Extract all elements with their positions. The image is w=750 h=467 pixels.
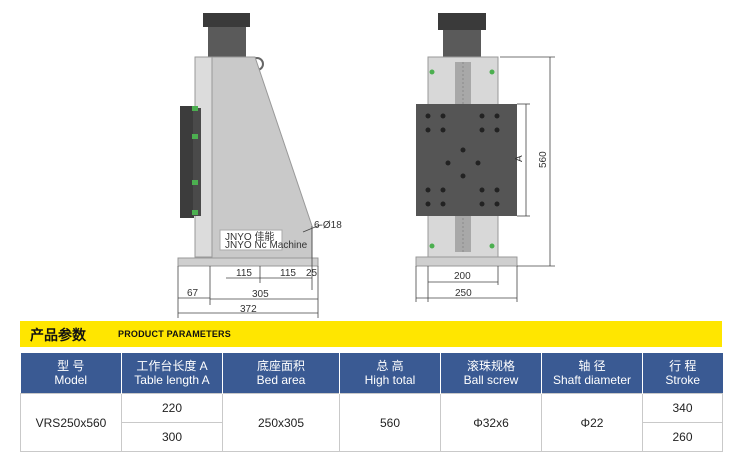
cell-table-length-2: 300 <box>121 422 223 452</box>
brand-label-text: JNYO 佳能 <box>225 230 274 243</box>
side-motor-body <box>208 27 246 57</box>
dim-560: 560 <box>538 151 549 168</box>
front-motor-body <box>443 30 481 57</box>
side-base <box>177 257 319 267</box>
dim-372: 372 <box>240 304 257 315</box>
dim-305: 305 <box>252 289 269 300</box>
front-base <box>415 256 518 267</box>
dim-115-right: 115 <box>280 268 296 279</box>
dim-250: 250 <box>455 288 472 299</box>
cell-model: VRS250x560 <box>20 393 122 452</box>
side-marker-2 <box>192 134 198 139</box>
front-carriage <box>416 104 517 216</box>
side-dimension-lines <box>177 224 321 318</box>
dim-115-left: 115 <box>236 268 252 279</box>
brand-label <box>219 229 283 251</box>
dim-A: A <box>514 155 525 162</box>
brand-label-sub: JNYO Nc Machine <box>225 240 308 251</box>
product-parameters-banner: 产品参数 PRODUCT PARAMETERS <box>20 321 722 347</box>
banner-title-en: PRODUCT PARAMETERS <box>118 329 231 339</box>
cell-ball-screw: Φ32x6 <box>440 393 542 452</box>
front-markers <box>429 69 495 249</box>
cell-shaft-diameter: Φ22 <box>541 393 643 452</box>
dim-hole-spec: 6-Ø18 <box>314 220 342 231</box>
side-carriage-front <box>193 108 201 216</box>
cell-table-length-1: 220 <box>121 393 223 423</box>
side-marker-1 <box>192 106 198 111</box>
banner-title-cn: 产品参数 <box>30 327 86 343</box>
cell-stroke-1: 340 <box>642 393 723 423</box>
side-marker-4 <box>192 210 198 215</box>
technical-drawing: JNYO 佳能 JNYO Nc Machine 6-Ø18 115 115 25… <box>177 13 555 318</box>
side-marker-3 <box>192 180 198 185</box>
cell-high-total: 560 <box>339 393 441 452</box>
gusset-plate <box>211 56 313 259</box>
cell-bed-area: 250x305 <box>222 393 340 452</box>
dim-200: 200 <box>454 271 471 282</box>
side-view: JNYO 佳能 JNYO Nc Machine 6-Ø18 115 115 25… <box>177 13 342 318</box>
dim-25: 25 <box>306 268 318 279</box>
side-carriage <box>180 106 194 218</box>
front-dimension-lines <box>415 56 555 302</box>
front-view: 560 A 200 250 <box>415 13 555 302</box>
cell-stroke-2: 260 <box>642 422 723 452</box>
table-row: 300 260 <box>21 422 723 452</box>
side-motor <box>203 13 250 27</box>
carriage-holes <box>425 113 500 207</box>
dim-67: 67 <box>187 288 199 299</box>
table-row: VRS250x560 220 250x305 560 Φ32x6 Φ22 340 <box>20 393 723 452</box>
front-motor-top <box>438 13 486 30</box>
